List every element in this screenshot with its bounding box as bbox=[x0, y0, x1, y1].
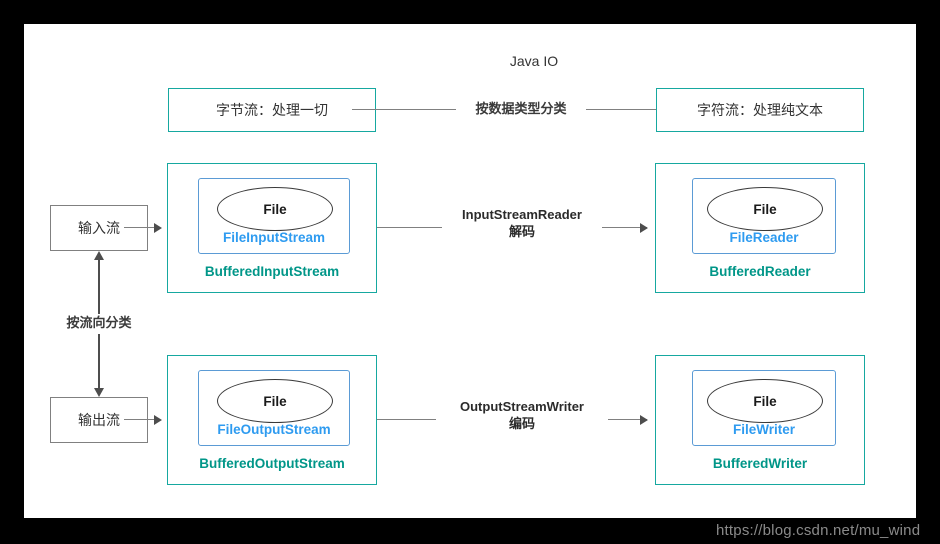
file-node-ellipse: File bbox=[707, 379, 823, 423]
edge-input-stream-reader-line1: InputStreamReader bbox=[462, 207, 582, 222]
byte-stream-box[interactable]: 字节流：处理一切 bbox=[168, 88, 376, 132]
inner-file-reader[interactable]: File FileReader bbox=[692, 178, 836, 254]
group-buffered-output-stream[interactable]: File FileOutputStream BufferedOutputStre… bbox=[167, 355, 377, 485]
group-buffered-writer[interactable]: File FileWriter BufferedWriter bbox=[655, 355, 865, 485]
page-title: Java IO bbox=[509, 53, 559, 69]
file-node-ellipse: File bbox=[707, 187, 823, 231]
input-to-group-arrowhead bbox=[154, 223, 162, 233]
group-label-buffered-output-stream: BufferedOutputStream bbox=[199, 456, 345, 471]
flow-direction-arrow-down bbox=[93, 388, 104, 397]
diagram-canvas: Java IO 字节流：处理一切 按数据类型分类 字符流：处理纯文本 输入流 输… bbox=[24, 24, 916, 518]
output-stream-writer-arrowhead bbox=[640, 415, 648, 425]
output-stream-label: 输出流 bbox=[78, 412, 120, 428]
group-label-buffered-reader: BufferedReader bbox=[709, 264, 811, 279]
flow-direction-connector-label: 按流向分类 bbox=[48, 314, 150, 334]
output-to-group-line bbox=[124, 419, 154, 421]
input-stream-box[interactable]: 输入流 bbox=[50, 205, 148, 251]
file-node-label: File bbox=[753, 201, 777, 217]
group-buffered-input-stream[interactable]: File FileInputStream BufferedInputStream bbox=[167, 163, 377, 293]
group-label-buffered-writer: BufferedWriter bbox=[712, 456, 808, 471]
char-stream-label: 字符流：处理纯文本 bbox=[697, 102, 823, 118]
input-stream-reader-arrowhead bbox=[640, 223, 648, 233]
inner-file-output-stream[interactable]: File FileOutputStream bbox=[198, 370, 350, 446]
byte-stream-label: 字节流：处理一切 bbox=[216, 102, 328, 118]
inner-label-file-reader: FileReader bbox=[729, 230, 799, 245]
inner-label-file-input-stream: FileInputStream bbox=[222, 230, 325, 245]
inner-file-input-stream[interactable]: File FileInputStream bbox=[198, 178, 350, 254]
group-buffered-reader[interactable]: File FileReader BufferedReader bbox=[655, 163, 865, 293]
file-node-ellipse: File bbox=[217, 379, 333, 423]
inner-label-file-output-stream: FileOutputStream bbox=[217, 422, 331, 437]
group-label-buffered-input-stream: BufferedInputStream bbox=[204, 264, 340, 279]
edge-input-stream-reader-line2: 解码 bbox=[508, 224, 535, 239]
edge-output-stream-writer-line1: OutputStreamWriter bbox=[460, 399, 584, 414]
output-to-group-arrowhead bbox=[154, 415, 162, 425]
edge-output-stream-writer: OutputStreamWriter 编码 bbox=[436, 398, 608, 434]
flow-direction-arrow-up bbox=[93, 251, 104, 260]
file-node-label: File bbox=[753, 393, 777, 409]
data-type-connector-label: 按数据类型分类 bbox=[456, 100, 586, 118]
input-to-group-line bbox=[124, 227, 154, 229]
edge-output-stream-writer-line2: 编码 bbox=[508, 416, 535, 431]
file-node-label: File bbox=[263, 393, 287, 409]
char-stream-box[interactable]: 字符流：处理纯文本 bbox=[656, 88, 864, 132]
file-node-label: File bbox=[263, 201, 287, 217]
watermark: https://blog.csdn.net/mu_wind bbox=[716, 522, 921, 539]
file-node-ellipse: File bbox=[217, 187, 333, 231]
edge-input-stream-reader: InputStreamReader 解码 bbox=[442, 206, 602, 242]
inner-file-writer[interactable]: File FileWriter bbox=[692, 370, 836, 446]
inner-label-file-writer: FileWriter bbox=[732, 422, 795, 437]
input-stream-label: 输入流 bbox=[78, 220, 120, 236]
